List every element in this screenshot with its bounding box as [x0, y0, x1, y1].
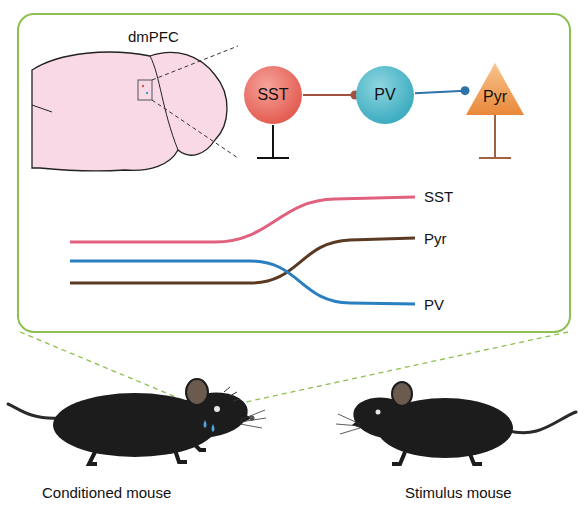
text-label: Stimulus mouse [405, 484, 512, 501]
brain-outline [32, 52, 227, 171]
synapse-head [461, 86, 470, 95]
zoom-line [152, 46, 238, 80]
region-box [138, 80, 152, 100]
synapse-connector [303, 91, 360, 100]
pyr-neuron: Pyr [465, 62, 525, 116]
node-label: PV [374, 86, 395, 104]
node-label: Pyr [483, 88, 507, 106]
zoom-line [209, 332, 568, 410]
brain-fold [150, 56, 178, 150]
zoom-line [152, 100, 238, 158]
connector-line [415, 91, 465, 94]
node-label: SST [257, 86, 288, 104]
text-label: dmPFC [128, 28, 179, 45]
inhibition-bar [257, 157, 289, 159]
synapse-connector [415, 86, 470, 95]
sst-neuron: SST [243, 65, 303, 125]
inhibition-bar [494, 114, 496, 158]
brain-fold [32, 105, 52, 112]
sst-trace [70, 197, 415, 242]
text-label: Conditioned mouse [42, 484, 171, 501]
inhibition-bar [272, 125, 274, 158]
text-label: SST [424, 188, 453, 205]
stimulus-mouse [336, 382, 576, 464]
pv-trace [70, 261, 415, 304]
pv-neuron: PV [355, 65, 415, 125]
text-label: Pyr [424, 230, 447, 247]
inhibition-bar [479, 157, 511, 159]
connector-line [303, 94, 355, 96]
cell-dot [142, 85, 144, 87]
frame [18, 14, 570, 332]
conditioned-mouse [8, 379, 266, 464]
cell-dot [146, 92, 148, 94]
text-label: PV [424, 296, 444, 313]
